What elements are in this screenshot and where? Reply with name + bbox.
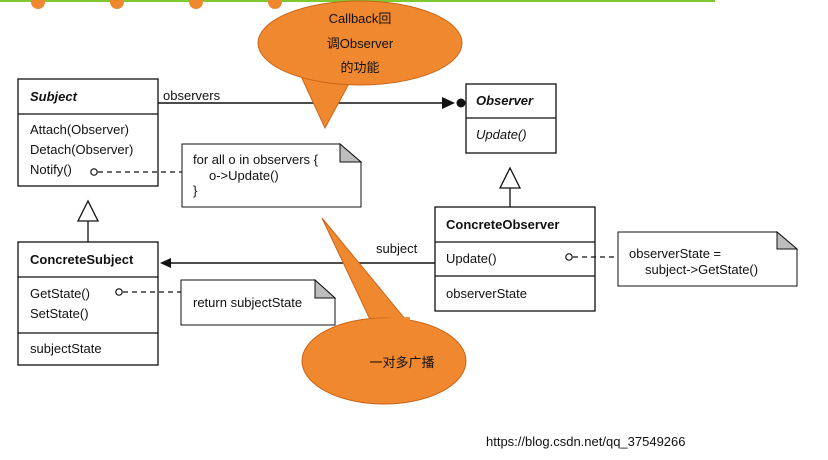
note-line: }: [193, 183, 198, 198]
note-line: observerState =: [629, 246, 721, 261]
note-line: subject->GetState(): [645, 262, 758, 277]
association-subject: subject: [160, 241, 435, 268]
class-concrete-subject: ConcreteSubject GetState() SetState() su…: [17, 241, 159, 366]
note-line: for all o in observers {: [193, 152, 319, 167]
callout-line: 的功能: [340, 60, 379, 75]
observer-name: Observer: [476, 93, 534, 108]
inheritance-subject: [76, 199, 100, 242]
observer-method: Update(): [476, 127, 527, 142]
subject-method: Detach(Observer): [30, 142, 133, 157]
watermark: https://blog.csdn.net/qq_37549266: [486, 434, 686, 449]
association-observers: observers: [158, 88, 466, 109]
subject-method: Notify(): [30, 162, 72, 177]
concrete-observer-name: ConcreteObserver: [446, 217, 559, 232]
note-getstate: return subjectState: [180, 278, 337, 326]
callout-line: Callback回: [329, 11, 392, 26]
note-update: observerState = subject->GetState(): [617, 230, 799, 287]
callout-broadcast: 一对多广播: [301, 217, 467, 405]
class-observer: Observer Update(): [465, 83, 557, 154]
callout-label: 一对多广播: [369, 355, 434, 370]
note-line: return subjectState: [193, 295, 302, 310]
note-notify: for all o in observers { o->Update() }: [181, 142, 363, 208]
callout-callback: Callback回 调Observer 的功能: [257, 0, 463, 130]
concrete-subject-method: SetState(): [30, 306, 89, 321]
association-label: subject: [376, 241, 418, 256]
concrete-subject-name: ConcreteSubject: [30, 252, 134, 267]
callout-line: 调Observer: [327, 36, 394, 51]
subject-name: Subject: [30, 89, 78, 104]
subject-method: Attach(Observer): [30, 122, 129, 137]
concrete-observer-attribute: observerState: [446, 286, 527, 301]
note-line: o->Update(): [209, 168, 279, 183]
association-label: observers: [163, 88, 221, 103]
concrete-observer-method: Update(): [446, 251, 497, 266]
inheritance-observer: [498, 166, 522, 207]
concrete-subject-method: GetState(): [30, 286, 90, 301]
class-subject: Subject Attach(Observer) Detach(Observer…: [17, 78, 159, 187]
note-connectors: [90, 168, 618, 296]
concrete-subject-attribute: subjectState: [30, 341, 102, 356]
